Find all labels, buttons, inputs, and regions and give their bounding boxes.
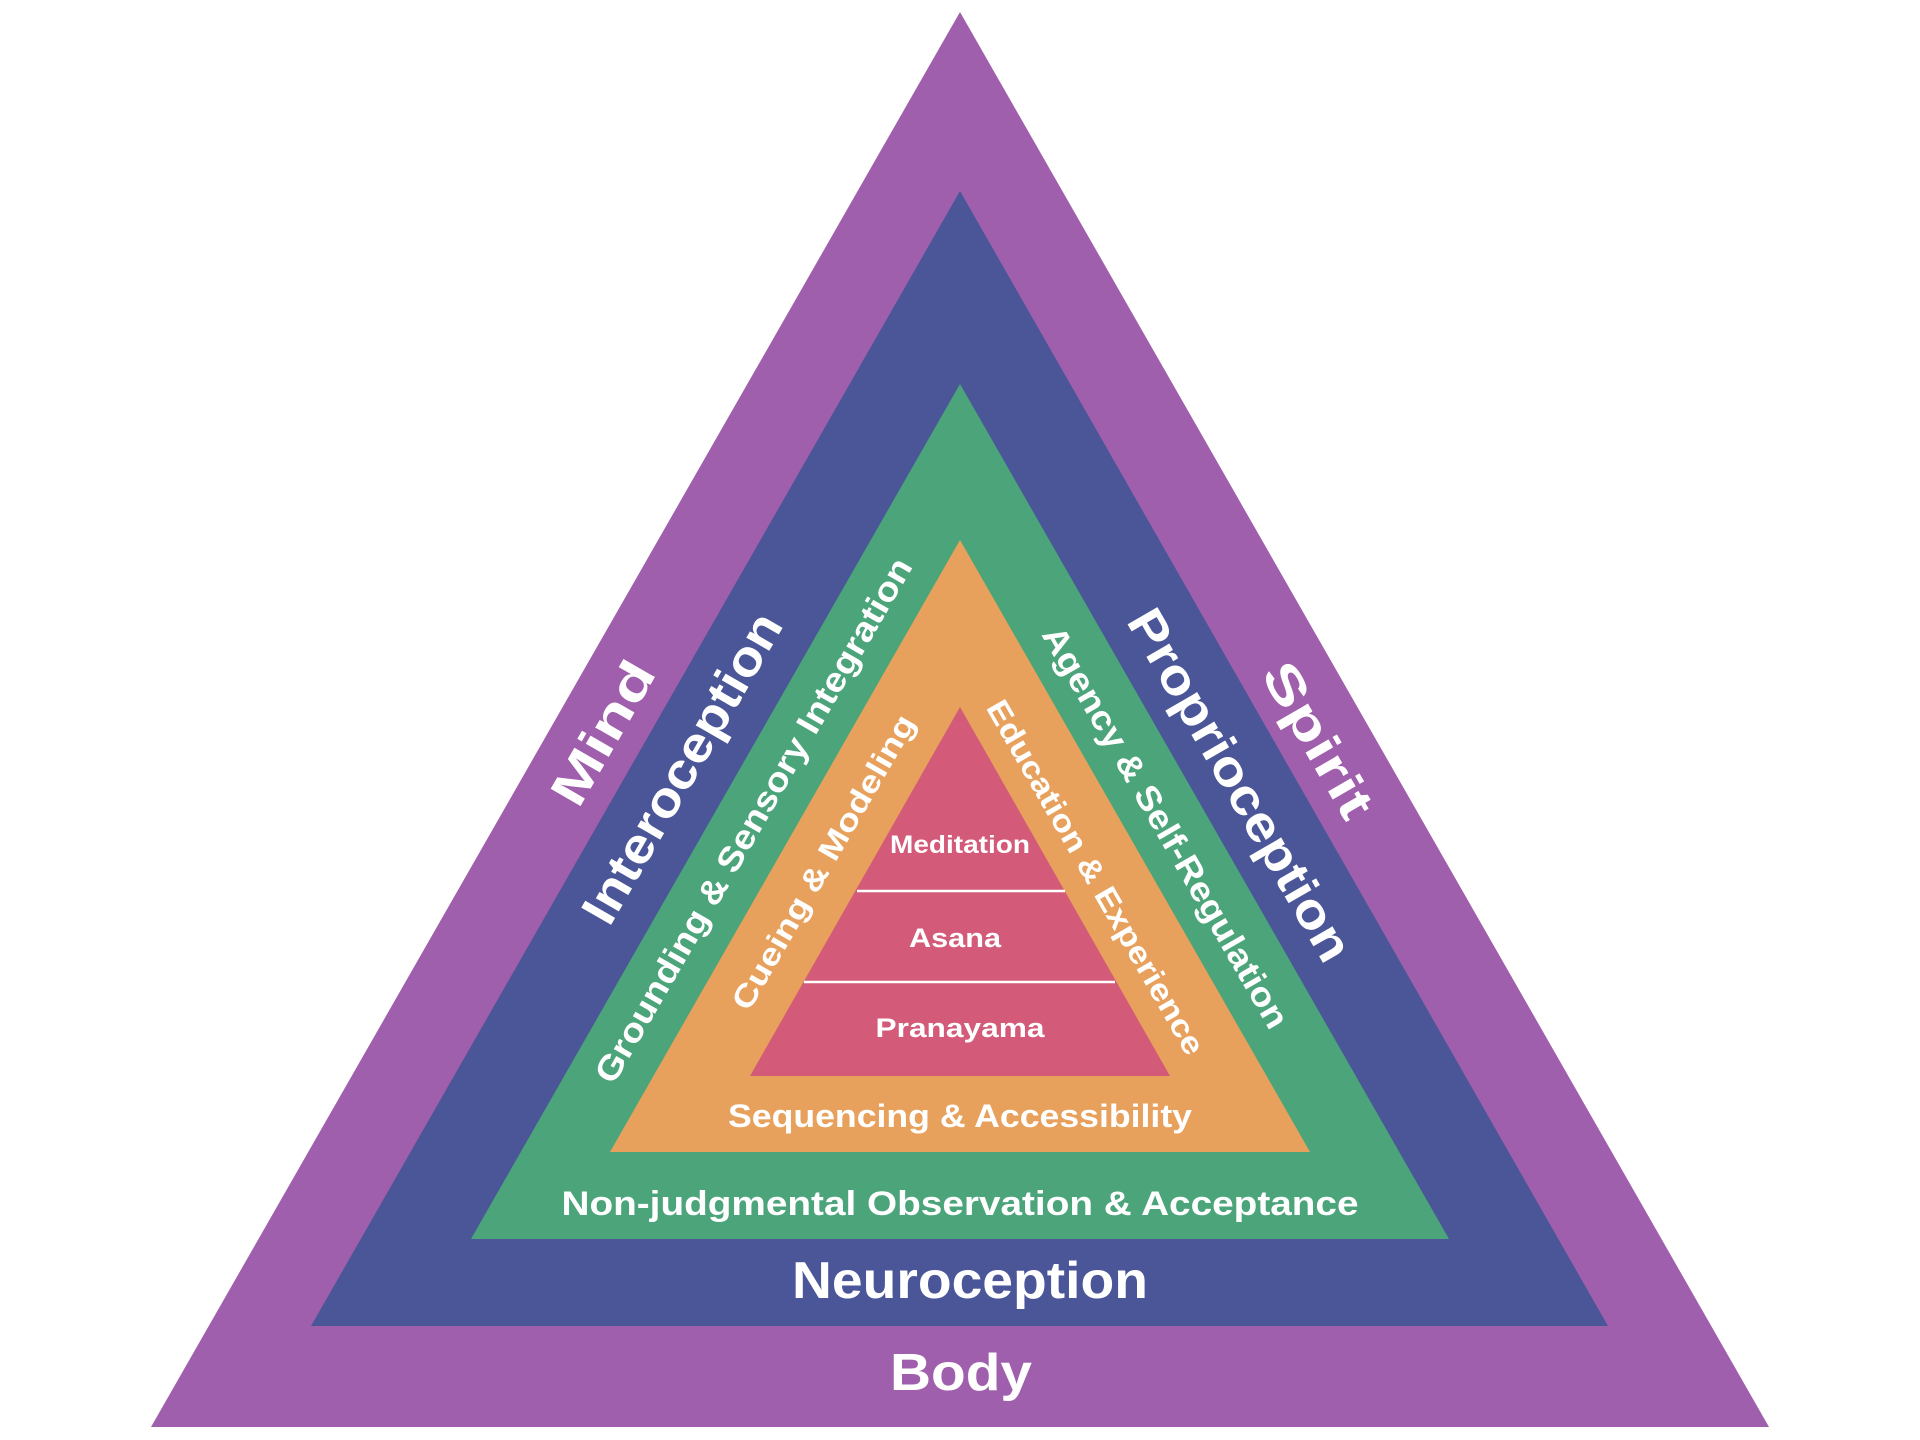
core-tier-meditation: Meditation [890,831,1030,859]
label-neuroception: Neuroception [792,1252,1148,1310]
label-non-judgmental-observation: Non-judgmental Observation & Acceptance [562,1185,1359,1223]
label-sequencing-accessibility: Sequencing & Accessibility [728,1098,1192,1134]
core-tier-pranayama: Pranayama [876,1013,1046,1043]
label-body: Body [890,1344,1032,1402]
core-tier-asana: Asana [909,923,1002,953]
